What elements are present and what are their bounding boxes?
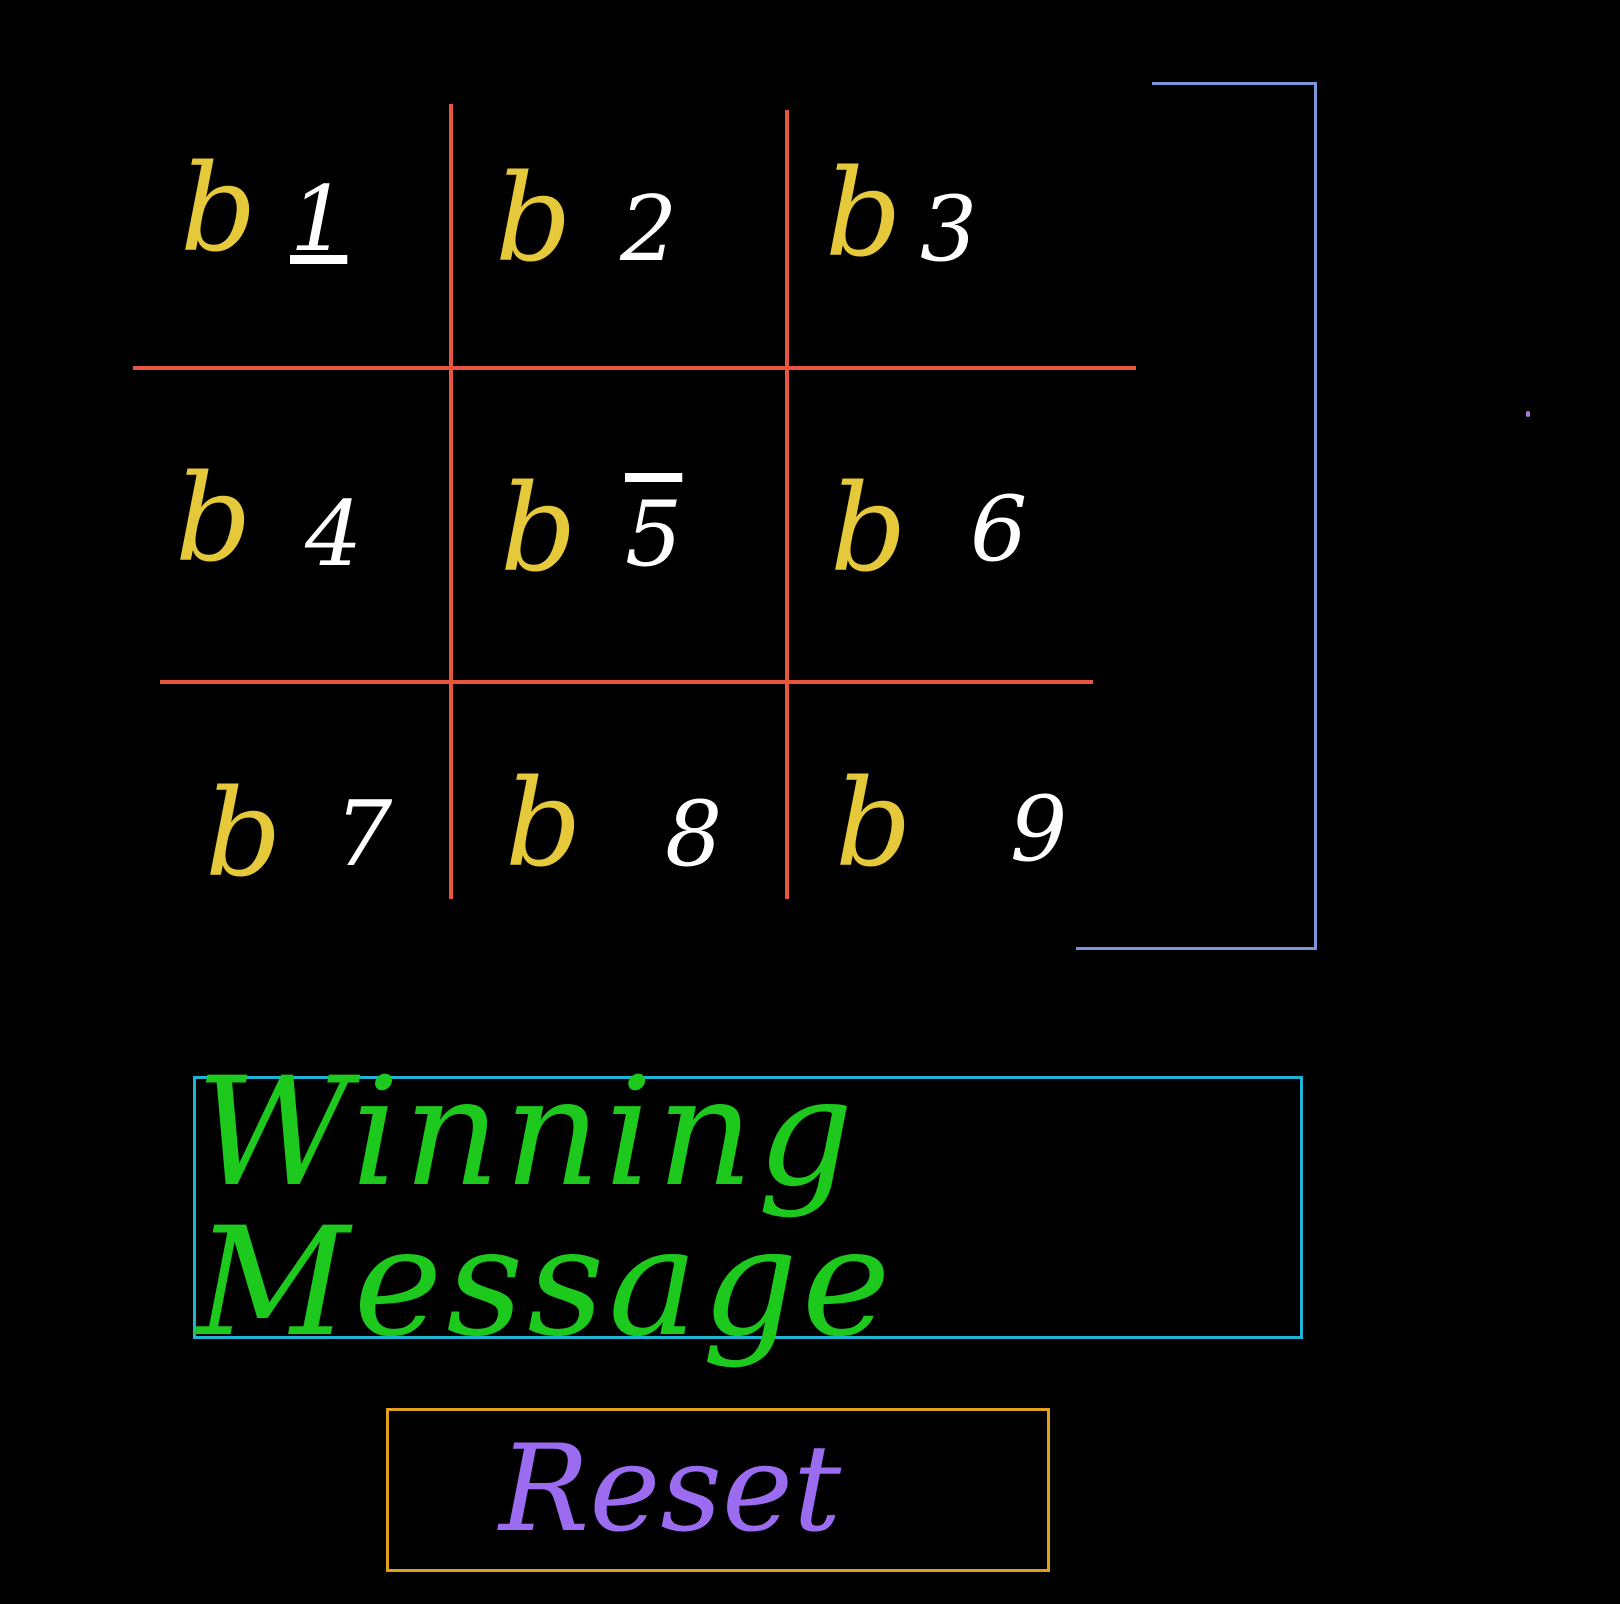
stray-dot bbox=[1526, 411, 1530, 417]
cell-letter: b bbox=[825, 145, 902, 284]
cell-letter: b bbox=[495, 150, 572, 289]
cell-number: 2 bbox=[620, 177, 678, 282]
board-cell-b4[interactable]: b 4 bbox=[150, 440, 450, 640]
cell-number: 9 bbox=[1010, 777, 1068, 882]
grid-line-vertical-1 bbox=[449, 104, 453, 899]
cell-letter: b bbox=[205, 765, 282, 904]
cell-letter: b bbox=[180, 140, 257, 279]
board-cell-b6[interactable]: b 6 bbox=[805, 440, 1105, 640]
cell-number: 4 bbox=[305, 482, 363, 587]
board-cell-b2[interactable]: b 2 bbox=[470, 130, 770, 330]
reset-button[interactable]: Reset bbox=[386, 1408, 1050, 1572]
board-cell-b8[interactable]: b 8 bbox=[470, 730, 770, 930]
board-cell-b1[interactable]: b 1 bbox=[150, 130, 450, 330]
cell-letter: b bbox=[500, 460, 577, 599]
cell-number: 8 bbox=[665, 782, 723, 887]
board-cell-b7[interactable]: b 7 bbox=[150, 730, 450, 930]
board-bracket-bottom-extension bbox=[1076, 947, 1156, 950]
grid-line-horizontal-1 bbox=[133, 366, 1136, 370]
cell-number: 5 bbox=[625, 482, 683, 587]
cell-letter: b bbox=[830, 460, 907, 599]
board-bracket bbox=[1152, 82, 1317, 950]
board-cell-b9[interactable]: b 9 bbox=[805, 730, 1105, 930]
board-cell-b5[interactable]: b 5 bbox=[470, 440, 770, 640]
board-cell-b3[interactable]: b 3 bbox=[805, 130, 1105, 330]
reset-button-label: Reset bbox=[499, 1420, 842, 1559]
winning-message-text: Winning Message bbox=[196, 1045, 895, 1370]
cell-letter: b bbox=[835, 755, 912, 894]
cell-number: 6 bbox=[970, 477, 1028, 582]
cell-number: 1 bbox=[290, 167, 348, 272]
cell-number: 3 bbox=[920, 177, 978, 282]
winning-message-box: Winning Message bbox=[193, 1058, 1303, 1358]
grid-line-horizontal-2 bbox=[160, 680, 1093, 684]
cell-number: 7 bbox=[335, 782, 393, 887]
grid-line-vertical-2 bbox=[785, 110, 789, 899]
cell-letter: b bbox=[175, 450, 252, 589]
cell-letter: b bbox=[505, 755, 582, 894]
